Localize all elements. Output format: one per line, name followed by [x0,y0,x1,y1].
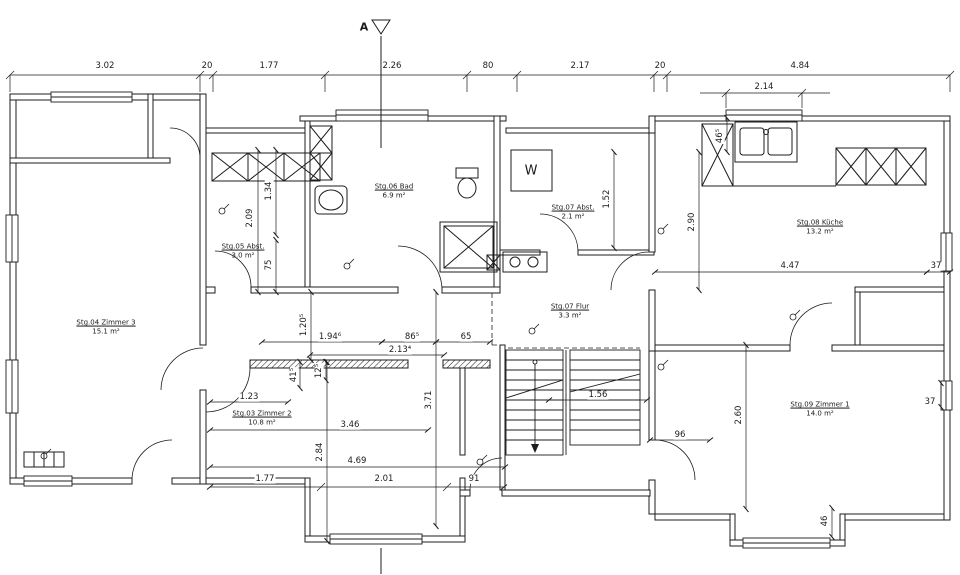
room-name: Stg.08 Küche [796,218,844,227]
room-name: Stg.03 Zimmer 2 [232,409,292,418]
dim-label: 4.69 [346,455,368,466]
room-area: 6.9 m² [382,192,406,200]
dim-label: 2.60 [733,404,744,426]
room-label-zimmer2: Stg.03 Zimmer 2 10.8 m² [232,410,291,429]
room-label-zimmer1: Stg.09 Zimmer 1 14.0 m² [790,401,849,420]
room-label-bad: Stg.06 Bad 6.9 m² [375,183,414,202]
dim-label: 46⁵ [714,127,725,145]
room-area: 10.8 m² [248,419,276,427]
dashed-lines [491,293,640,349]
room-name: Stg.07 Abst. [551,203,595,212]
room-area: 3.3 m² [558,312,582,320]
room-label-flur: Stg.07 Flur 3.3 m² [551,303,589,322]
dim-label: 1.20⁵ [298,312,309,338]
room-area: 15.1 m² [92,328,120,336]
room-area: 3.0 m² [231,252,255,260]
dim-label: 2.01 [373,473,395,484]
dim-label: 2.90 [686,211,697,233]
dim-label: 4.47 [779,260,801,271]
dim-label: 1.23 [238,391,260,402]
walls [9,93,951,547]
dim-label: 1.56 [587,389,609,400]
dim-label: 86⁵ [403,331,421,342]
dim-label: 65 [459,331,473,342]
dim-label: 3.02 [94,60,116,71]
dim-label: 96 [673,429,687,440]
room-area: 2.1 m² [561,213,585,221]
dim-label: 1.94⁶ [317,331,343,342]
room-label-kueche: Stg.08 Küche 13.2 m² [797,219,843,238]
dim-label: 4.84 [789,60,811,71]
washing-machine-label: W [524,163,538,179]
room-name: Stg.04 Zimmer 3 [76,318,136,327]
hatched-walls [249,359,491,369]
dim-label: 20 [200,60,214,71]
room-label-zimmer3: Stg.04 Zimmer 3 15.1 m² [76,319,135,338]
dim-label: 91 [467,473,481,484]
room-name: Stg.05 Abst. [221,242,265,251]
dim-label: 41⁵ [288,366,299,384]
dim-label: 2.17 [569,60,591,71]
dim-label: 37 [929,260,943,271]
dim-label: 37 [923,396,937,407]
section-triangle-icon [371,19,391,35]
dimension-lines [206,114,954,545]
dim-label: 2.26 [381,60,403,71]
dim-label: 20 [653,60,667,71]
dim-label: 46 [819,514,830,528]
room-label-abst05: Stg.05 Abst. 3.0 m² [222,243,265,262]
dim-label: 2.13⁴ [387,344,413,355]
dim-label: 3.46 [339,419,361,430]
room-area: 14.0 m² [806,410,834,418]
section-label: A [359,20,369,34]
dim-label: 2.14 [753,81,775,92]
dim-label: 1.34 [263,180,274,202]
dim-label: 12⁵ [313,362,324,380]
room-label-abst07: Stg.07 Abst. 2.1 m² [552,204,595,223]
stairs [505,349,641,456]
dim-label: 1.77 [254,473,276,484]
room-area: 13.2 m² [806,228,834,236]
dim-label: 3.71 [423,389,434,411]
dim-label: 1.52 [601,188,612,210]
outlet-symbols [40,203,801,466]
dim-label: 2.09 [244,207,255,229]
dim-label: 80 [481,60,495,71]
doors [131,127,833,491]
dim-label: 1.77 [258,60,280,71]
room-name: Stg.09 Zimmer 1 [790,400,850,409]
room-name: Stg.07 Flur [550,302,590,311]
fixtures [23,121,927,468]
dim-label: 75 [263,258,274,272]
room-name: Stg.06 Bad [374,182,414,191]
dim-label: 2.84 [314,441,325,463]
section-cut-line [371,19,391,574]
